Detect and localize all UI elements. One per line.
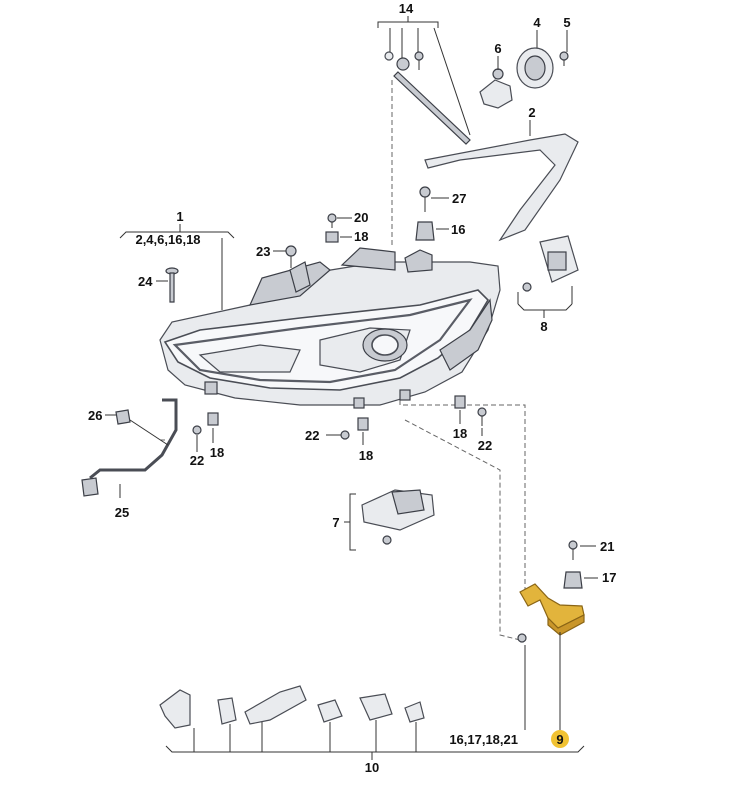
label-17: 17 — [602, 570, 616, 585]
trim-strip-part-2[interactable] — [424, 133, 579, 242]
clip-part-16[interactable] — [415, 221, 435, 241]
label-5: 5 — [563, 15, 570, 30]
screw-part-20[interactable] — [327, 213, 337, 228]
label-9-highlight: 9 — [551, 730, 569, 748]
bracket-part-9[interactable] — [519, 583, 585, 636]
control-module-part-8[interactable] — [522, 235, 579, 292]
label-2: 2 — [528, 105, 535, 120]
bulb-cover-part-4[interactable] — [516, 47, 554, 89]
screw-part-22-right[interactable] — [477, 407, 487, 426]
label-10: 10 — [365, 760, 379, 775]
led-module-part-7[interactable] — [361, 489, 435, 545]
screw-part-22-center[interactable] — [340, 430, 350, 440]
label-18-center: 18 — [359, 448, 373, 463]
label-1: 1 — [176, 209, 183, 224]
group-brace-lines — [119, 16, 585, 760]
headlight-assembly[interactable] — [159, 247, 501, 409]
screw-bracket-left[interactable] — [517, 633, 527, 643]
label-21: 21 — [600, 539, 614, 554]
label-10-subparts: 16,17,18,21 — [449, 732, 518, 747]
label-20: 20 — [354, 210, 368, 225]
leader-lines — [105, 30, 598, 579]
screw-part-27[interactable] — [419, 186, 431, 212]
clip-part-18-top[interactable] — [325, 231, 339, 243]
label-22-right: 22 — [478, 438, 492, 453]
label-1-subparts: 2,4,6,16,18 — [135, 232, 200, 247]
label-6: 6 — [494, 41, 501, 56]
label-7: 7 — [332, 515, 339, 530]
screw-part-22-left[interactable] — [192, 425, 202, 435]
label-27: 27 — [452, 191, 466, 206]
screw-part-5[interactable] — [559, 51, 569, 66]
bracket-set-part-10[interactable] — [159, 685, 425, 729]
wiring-harness-part-25[interactable] — [81, 398, 178, 497]
screw-part-23[interactable] — [285, 245, 297, 268]
label-16: 16 — [451, 222, 465, 237]
bulb-holder-part-6[interactable] — [479, 68, 513, 109]
label-23: 23 — [256, 244, 270, 259]
label-18-top: 18 — [354, 229, 368, 244]
label-9: 9 — [556, 732, 563, 747]
label-24: 24 — [138, 274, 153, 289]
clip-part-17[interactable] — [563, 571, 583, 589]
adjuster-rod-part-14[interactable] — [384, 51, 471, 145]
label-26: 26 — [88, 408, 102, 423]
clip-part-18-right[interactable] — [454, 395, 466, 409]
bolt-part-24[interactable] — [165, 267, 179, 303]
clip-part-18-left[interactable] — [207, 412, 219, 426]
callout-labels: 14 4 5 6 2 27 1 2,4,6,16,18 20 18 16 23 … — [88, 1, 616, 775]
clip-part-18-center[interactable] — [357, 417, 369, 431]
label-14: 14 — [399, 1, 414, 16]
label-18-right: 18 — [453, 426, 467, 441]
label-8: 8 — [540, 319, 547, 334]
label-22-left: 22 — [190, 453, 204, 468]
label-22-center: 22 — [305, 428, 319, 443]
clip-part-26[interactable] — [115, 409, 131, 425]
label-4: 4 — [533, 15, 541, 30]
screw-part-21[interactable] — [568, 540, 578, 560]
label-18-left: 18 — [210, 445, 224, 460]
label-25: 25 — [115, 505, 129, 520]
